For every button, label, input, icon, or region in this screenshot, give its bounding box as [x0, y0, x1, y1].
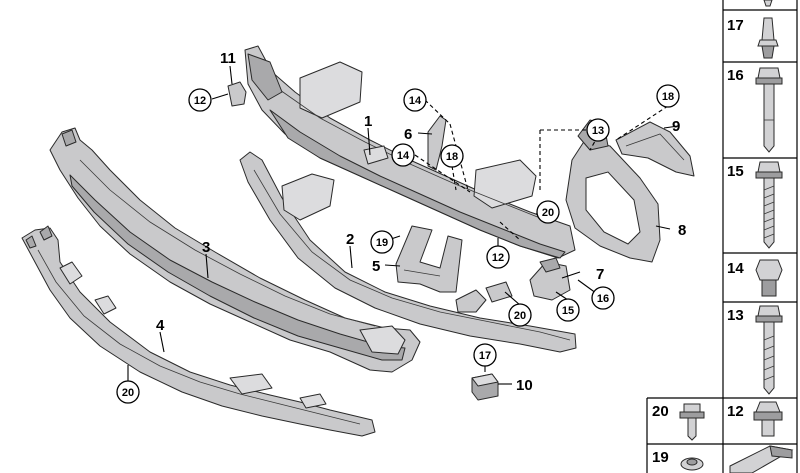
- svg-text:19: 19: [376, 237, 388, 249]
- svg-text:20: 20: [514, 310, 526, 322]
- svg-text:18: 18: [662, 91, 674, 103]
- part-4-lower-strip: [21, 225, 376, 437]
- hardware-grid: 17 16 15 14 13: [646, 0, 798, 473]
- callout-18-center: 18: [440, 144, 464, 168]
- grid-label-16: 16: [727, 67, 744, 84]
- fastener-13-bolt: [755, 305, 783, 395]
- fastener-15-bolt: [755, 161, 783, 249]
- part-10-block: [471, 373, 499, 401]
- svg-text:17: 17: [479, 350, 491, 362]
- part-6-small-bracket: [427, 115, 447, 171]
- part-2-bumper-rail: [239, 151, 577, 353]
- label-part-10: 10: [516, 377, 533, 394]
- svg-text:12: 12: [194, 95, 206, 107]
- callout-20-left: 20: [116, 380, 140, 404]
- label-part-9: 9: [672, 118, 680, 135]
- callout-14-upper: 14: [403, 88, 427, 112]
- fastener-16-long-bolt: [755, 67, 783, 153]
- grid-label-14: 14: [727, 260, 744, 277]
- svg-text:18: 18: [446, 151, 458, 163]
- partial-fastener-top: [763, 0, 773, 7]
- grid-label-12: 12: [727, 403, 744, 420]
- svg-text:14: 14: [397, 150, 410, 162]
- callout-15: 15: [556, 298, 580, 322]
- svg-text:14: 14: [409, 95, 422, 107]
- callout-12-top-left: 12: [188, 88, 212, 112]
- part-3-energy-absorber: [49, 127, 421, 373]
- callout-19: 19: [370, 230, 394, 254]
- label-part-2: 2: [346, 231, 354, 248]
- callout-12-middle: 12: [486, 245, 510, 269]
- clip-17-on-rail: [455, 281, 513, 313]
- part-11-clip: [227, 81, 247, 107]
- part-9-air-guide: [615, 121, 695, 177]
- label-part-11: 11: [220, 50, 236, 67]
- fastener-12-collar-nut: [753, 401, 783, 437]
- grid-label-17: 17: [727, 17, 744, 34]
- callout-20-right: 20: [536, 200, 560, 224]
- callout-13: 13: [586, 118, 610, 142]
- svg-text:20: 20: [542, 207, 554, 219]
- svg-text:16: 16: [597, 293, 609, 305]
- grid-label-15: 15: [727, 163, 744, 180]
- label-part-5: 5: [372, 258, 380, 275]
- part-7-bracket: [529, 257, 571, 301]
- sheet-metal-piece: [729, 445, 794, 473]
- callout-16: 16: [591, 286, 615, 310]
- svg-text:20: 20: [122, 387, 134, 399]
- svg-text:13: 13: [592, 125, 604, 137]
- svg-text:12: 12: [492, 252, 504, 264]
- label-part-4: 4: [156, 317, 165, 334]
- label-part-8: 8: [678, 222, 686, 239]
- callout-20-center: 20: [508, 303, 532, 327]
- svg-text:15: 15: [562, 305, 574, 317]
- grid-label-13: 13: [727, 307, 744, 324]
- fastener-20-screw: [679, 403, 705, 441]
- label-part-6: 6: [404, 126, 412, 143]
- part-5-bracket: [395, 225, 463, 293]
- callout-18-right: 18: [656, 84, 680, 108]
- label-part-7: 7: [596, 266, 604, 283]
- fastener-17-clip: [757, 17, 779, 59]
- callout-14-lower: 14: [391, 143, 415, 167]
- grid-label-20: 20: [652, 403, 669, 420]
- grid-label-19: 19: [652, 449, 669, 466]
- callout-17: 17: [473, 343, 497, 367]
- fastener-19-grommet: [680, 457, 704, 471]
- label-part-1: 1: [364, 113, 372, 130]
- part-number-labels: 1 2 3 4 5 6 7 8 9 10 11: [156, 50, 686, 394]
- fastener-14-nut: [755, 259, 783, 297]
- label-part-3: 3: [202, 239, 210, 256]
